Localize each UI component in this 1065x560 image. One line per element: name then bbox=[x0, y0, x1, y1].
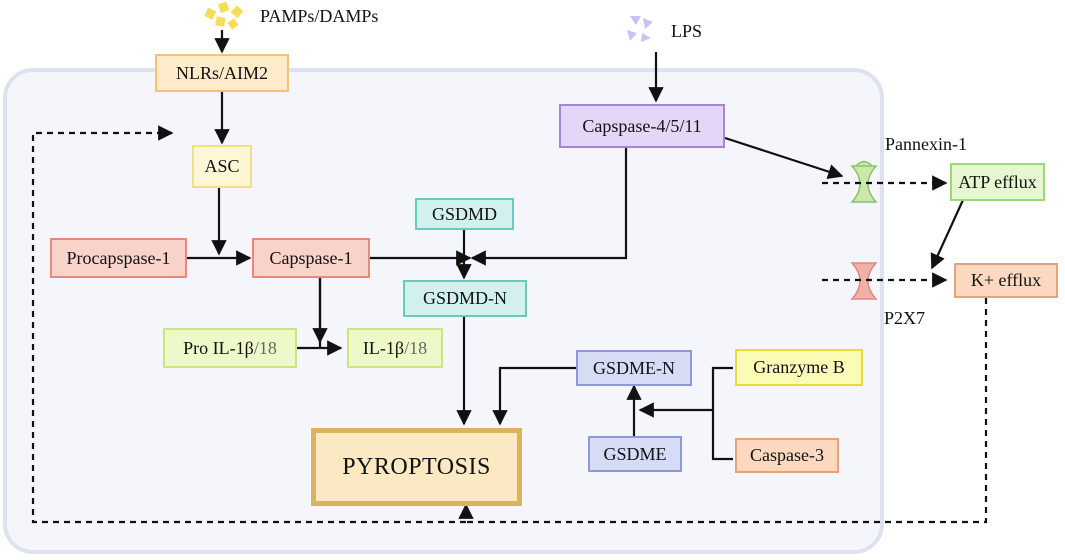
p2x7-label: P2X7 bbox=[884, 308, 926, 328]
il-18-suffix: /18 bbox=[404, 337, 428, 358]
atp-efflux-node: ATP efflux bbox=[950, 163, 1045, 201]
granzyme-b-node: Granzyme B bbox=[735, 349, 863, 386]
pro-il-1b-18-node: Pro IL-1β/18 bbox=[163, 328, 297, 368]
dashed-k-efflux-to-pyroptosis bbox=[458, 298, 988, 524]
solid-arrows bbox=[187, 30, 965, 461]
capspase-1-node: Capspase-1 bbox=[252, 238, 370, 278]
caspase-3-node: Caspase-3 bbox=[735, 438, 839, 473]
gsdme-node: GSDME bbox=[588, 436, 682, 472]
arrow-atp-to-k bbox=[930, 199, 965, 270]
k-efflux-node: K+ efflux bbox=[954, 263, 1058, 298]
capspase-4-5-11-node: Capspase-4/5/11 bbox=[559, 104, 725, 148]
pro-il-1b-text: Pro IL-1β bbox=[183, 337, 254, 358]
pannexin-channel-icon bbox=[850, 160, 878, 203]
pamps-damps-label: PAMPs/DAMPs bbox=[260, 6, 379, 26]
il-1b-text: IL-1β bbox=[362, 337, 405, 358]
procaspase-1-node: Procapspase-1 bbox=[50, 238, 187, 278]
p2x7-channel-icon bbox=[850, 262, 878, 300]
lps-icon bbox=[627, 16, 653, 42]
gsdme-n-node: GSDME-N bbox=[576, 350, 692, 386]
pro-il-18-suffix: /18 bbox=[253, 337, 277, 358]
dashed-feedback-to-nlrs bbox=[31, 125, 466, 524]
lps-label: LPS bbox=[671, 21, 703, 41]
nlrs-aim2-node: NLRs/AIM2 bbox=[155, 54, 289, 92]
asc-node: ASC bbox=[192, 145, 252, 188]
pyroptosis-node: PYROPTOSIS bbox=[311, 428, 522, 506]
arrow-granzyme-caspase3-join bbox=[711, 366, 733, 461]
dashed-arrows bbox=[31, 125, 988, 524]
gsdmd-node: GSDMD bbox=[415, 198, 514, 230]
il-1b-18-node: IL-1β/18 bbox=[347, 328, 443, 368]
arrow-capspase4511-to-pannexin bbox=[724, 136, 844, 180]
pannexin-1-label: Pannexin-1 bbox=[885, 134, 967, 154]
arrow-capspase4511-to-merge bbox=[470, 148, 628, 266]
arrow-gsdmen-to-pyroptosis bbox=[492, 366, 576, 426]
pamps-damps-icon bbox=[204, 1, 244, 30]
gsdmd-n-node: GSDMD-N bbox=[403, 280, 527, 317]
